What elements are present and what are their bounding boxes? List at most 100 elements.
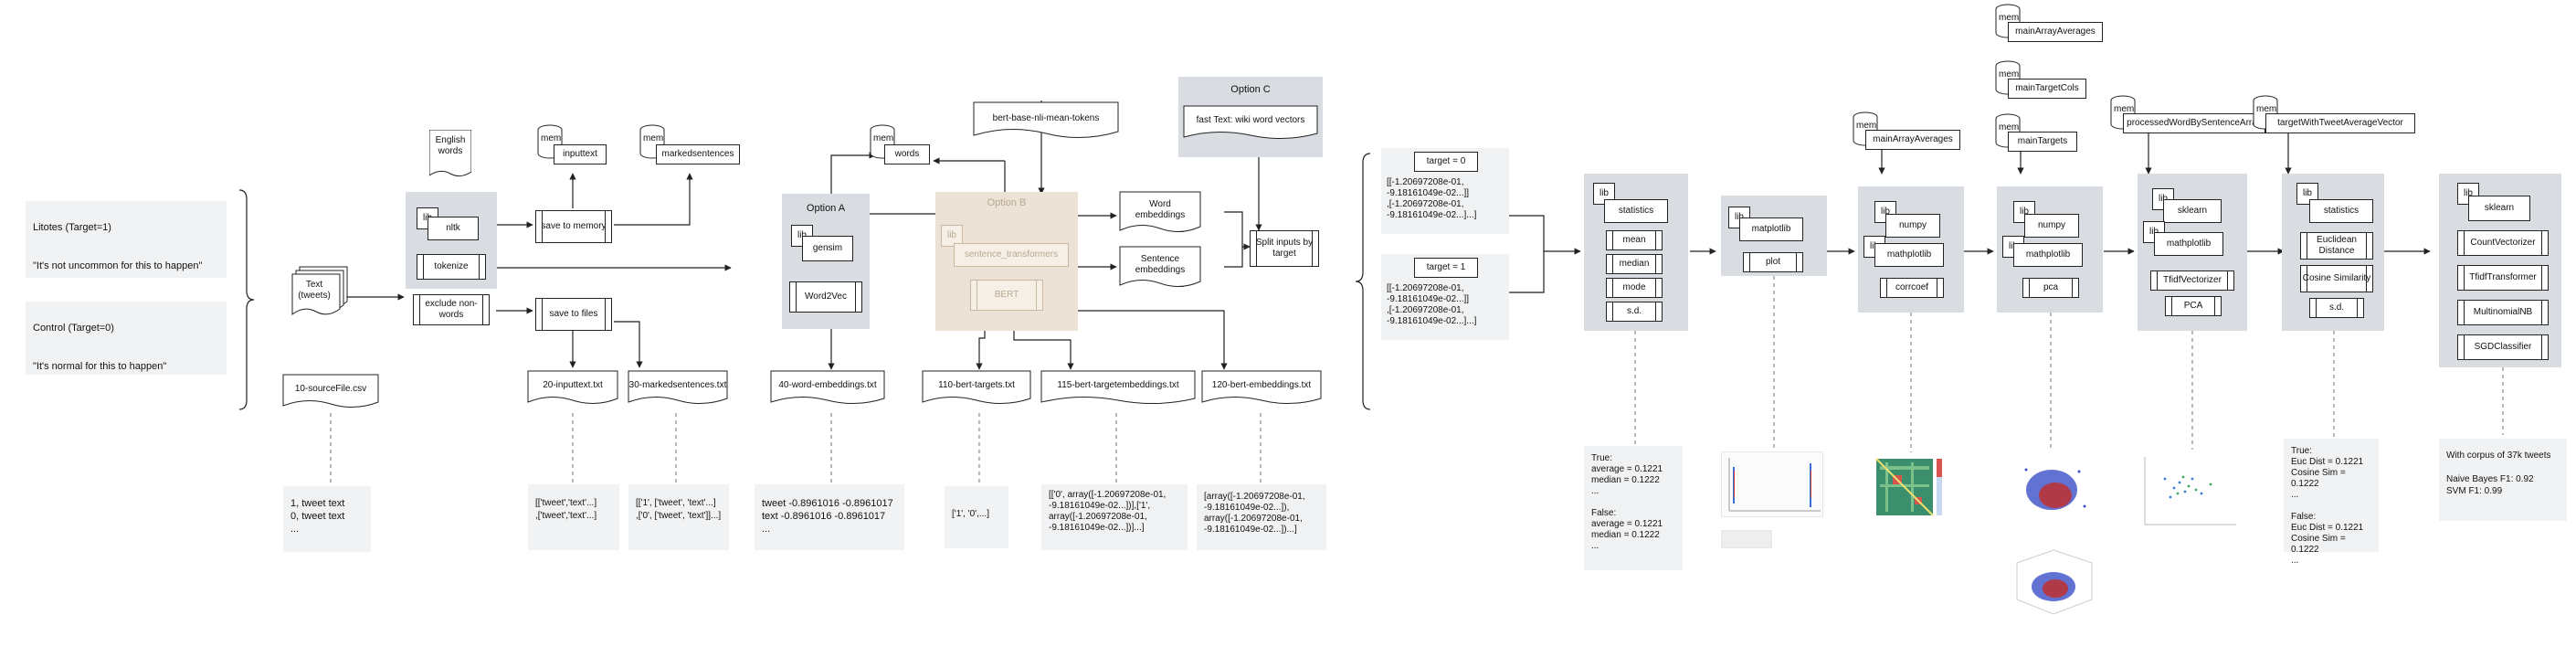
litotes-quote: "It's not uncommon for this to happen" [33,260,203,271]
markedsentences-variable: markedsentences [656,144,740,164]
option-a-title: Option A [806,203,846,214]
mem-mainArrayAverages-2: mem mainArrayAverages [1995,4,2105,48]
gensim-box: gensim [802,236,853,261]
mem-label: mem [643,133,664,143]
sentence-embeddings-doc-label: Sentence embeddings [1135,254,1186,275]
targetWith-variable: targetWithTweetAverageVector [2265,113,2415,133]
mean-step: mean [1606,230,1663,250]
mem-mainTargets: mem mainTargets [1995,113,2077,157]
markedsentences-sample: [['1', ['tweet', 'text'...] ,['0', ['twe… [628,484,729,550]
processed-variable: processedWordBySentenceArray [2123,113,2265,133]
sgd-classifier-step: SGDClassifier [2457,334,2549,360]
option-b-title: Option B [987,197,1027,208]
bert-target-embeddings-file-label: 115-bert-targetembeddings.txt [1057,380,1179,390]
matplotlib-box: mathplotlib [1874,243,1944,267]
tfidf-transformer-step: TfidfTransformer [2457,265,2549,291]
mainTargets-variable: mainTargets [2008,132,2077,152]
mainArrayAverages-variable: mainArrayAverages [1865,130,1960,150]
inputtext-variable: inputtext [554,144,607,164]
mem-label: mem [1856,121,1877,131]
bert-target-embeddings-sample: [['0', array([-1.20697208e-01, -9.181610… [1041,484,1188,550]
pca-step: pca [2022,278,2079,298]
bert-targets-file-label: 110-bert-targets.txt [938,380,1015,390]
statistics-result: True: average = 0.1221 median = 0.1222 .… [1584,446,1683,570]
tfidf-pca-step: PCA [2165,296,2222,316]
save-to-memory-step: save to memory [535,210,612,243]
sd-step: s.d. [1606,302,1663,322]
mem-label: mem [541,133,562,143]
mem-label: mem [2256,104,2277,114]
pca-3d-thumbnail [2008,545,2099,627]
litotes-example: Litotes (Target=1) "It's not uncommon fo… [26,201,227,278]
mem-mainArrayAverages-1: mem mainArrayAverages [1853,111,1962,155]
target-1-label: target = 1 [1414,258,1478,278]
tokenize-step: tokenize [417,254,486,280]
nltk-box: nltk [428,217,479,240]
litotes-title: Litotes (Target=1) [33,222,111,233]
bert-step: BERT [970,280,1043,311]
statistics-box: statistics [2309,199,2373,223]
statistics-box: statistics [1604,199,1668,223]
bert-tokens-doc: bert-base-nli-mean-tokens [973,101,1119,143]
bert-targets-sample: ['1', '0',...] [945,486,1008,548]
bert-embeddings-sample: [array([-1.20697208e-01, -9.18161049e-02… [1197,484,1326,550]
word-embeddings-doc-label: Word embeddings [1135,199,1186,220]
word2vec-step: Word2Vec [789,281,862,313]
tweets-document: Text (tweets) [291,266,351,320]
target-0-values: [[-1.20697208e-01, -9.18161049e-02...]] … [1387,177,1477,220]
target-1-values: [[-1.20697208e-01, -9.18161049e-02...]] … [1387,283,1477,326]
markedsentences-file-label: 30-markedsentences.txt [628,380,727,390]
bert-embeddings-file: 120-bert-embeddings.txt [1201,370,1322,408]
mem-label: mem [1999,69,2020,80]
tweets-label: Text (tweets) [298,280,331,301]
mem-label: mem [1999,13,2020,23]
word-embeddings-file: 40-word-embeddings.txt [770,370,885,408]
tfidf-vectorizer-step: TfidfVectorizer [2150,270,2234,291]
inputtext-sample: [['tweet','text'...] ,['tweet','text'...… [528,484,619,550]
control-quote: "It's normal for this to happen" [33,361,167,372]
line-plot-thumbnail [1721,451,1823,517]
word-embeddings-doc: Word embeddings [1119,191,1201,238]
tfidf-scatter-thumbnail [2138,451,2243,530]
word-embeddings-file-label: 40-word-embeddings.txt [778,380,877,390]
mem-label: mem [1999,122,2020,133]
fasttext-label: fast Text: wiki word vectors [1196,115,1305,125]
source-file-document: 10-sourceFile.csv [282,374,379,411]
exclude-non-words-step: exclude non-words [413,294,490,325]
median-step: median [1606,254,1663,274]
matplotlib-box: matplotlib [1739,217,1803,241]
sklearn-box: sklearn [2468,196,2530,221]
sklearn-box: sklearn [2163,199,2222,223]
inputtext-file: 20-inputtext.txt [527,370,618,408]
matplotlib-box: mathplotlib [2013,243,2083,267]
distance-sd-step: s.d. [2309,298,2364,318]
english-words-doc: English words [429,130,471,181]
target-0-label: target = 0 [1414,152,1478,172]
plot-caption-thumbnail [1721,530,1772,548]
sentence-transformers-box: sentence_transformers [954,243,1069,267]
plot-step: plot [1743,252,1803,272]
fasttext-doc: fast Text: wiki word vectors [1183,105,1318,143]
source-file-label: 10-sourceFile.csv [294,384,367,394]
numpy-box: numpy [1885,214,1940,238]
mem-processedWordBySentenceArray: mem processedWordBySentenceArray [2110,95,2267,139]
bert-embeddings-file-label: 120-bert-embeddings.txt [1211,380,1312,390]
distance-result: True: Euc Dist = 0.1221 Cosine Sim = 0.1… [2284,439,2379,566]
corrcoef-step: corrcoef [1880,278,1944,298]
save-to-files-step: save to files [535,298,612,331]
cosine-similarity-step: Cosine Similarity [2300,265,2373,292]
mem-words: mem words [870,124,930,168]
numpy-box: numpy [2024,214,2079,238]
mem-targetWithTweetAverageVector: mem targetWithTweetAverageVector [2253,95,2417,139]
words-variable: words [884,144,930,164]
word-embeddings-sample: tweet -0.8961016 -0.8961017 text -0.8961… [755,484,904,550]
mem-label: mem [2114,104,2135,114]
bert-target-embeddings-file: 115-bert-targetembeddings.txt [1040,370,1196,408]
control-title: Control (Target=0) [33,323,114,334]
correlation-heatmap-thumbnail [1874,457,1948,517]
matplotlib-box: mathplotlib [2154,232,2223,256]
mode-step: mode [1606,278,1663,298]
split-by-target-step: Split inputs by target [1250,230,1319,267]
